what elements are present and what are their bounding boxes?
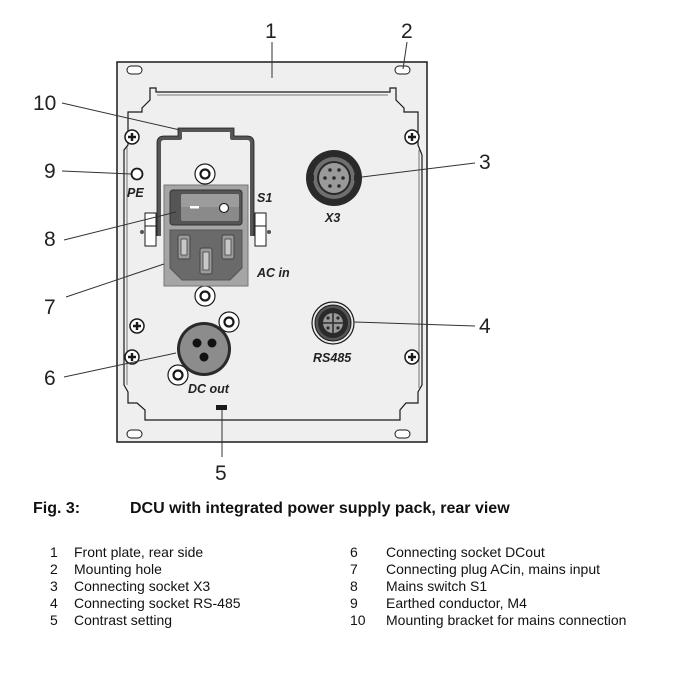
legend-item: 9 Earthed conductor, M4 (350, 595, 626, 612)
leader-9 (61, 170, 132, 175)
legend-item: 6 Connecting socket DCout (350, 544, 626, 561)
leader-2 (402, 41, 408, 70)
legend-number: 9 (350, 595, 358, 611)
ac-in-label: AC in (256, 266, 290, 280)
nut-above-module (194, 163, 216, 185)
switch-on-mark (190, 206, 199, 209)
screw-bottom-right (404, 349, 420, 365)
legend-item: 4 Connecting socket RS-485 (50, 595, 241, 612)
legend-number: 4 (50, 595, 58, 611)
screw-top-right (404, 129, 420, 145)
x3-label: X3 (324, 211, 340, 225)
legend-item: 8 Mains switch S1 (350, 578, 626, 595)
dc-out-label: DC out (188, 382, 230, 396)
legend-item: 2 Mounting hole (50, 561, 241, 578)
dc-out-connector-socket[interactable] (177, 322, 231, 376)
legend-left-column: 1 Front plate, rear side 2 Mounting hole 3… (50, 544, 241, 629)
legend-number: 1 (50, 544, 58, 560)
power-entry-module (163, 184, 249, 287)
legend-item: 1 Front plate, rear side (50, 544, 241, 561)
callout-10: 10 (33, 92, 56, 115)
callout-4: 4 (479, 315, 491, 338)
legend-number: 6 (350, 544, 358, 560)
leader-3 (361, 162, 476, 178)
legend-text: Mounting bracket for mains connection (386, 612, 627, 628)
screw-bottom-left (124, 349, 140, 365)
nut-dc-lower (167, 364, 189, 386)
leader-10 (61, 102, 181, 131)
callout-5: 5 (215, 462, 227, 485)
legend-text: Connecting socket DCout (386, 544, 545, 560)
legend-number: 7 (350, 561, 358, 577)
leader-7 (65, 263, 165, 298)
s1-label: S1 (257, 191, 272, 205)
legend-text: Contrast setting (74, 612, 173, 628)
pe-label: PE (127, 186, 144, 200)
bracket-clamp-right (254, 212, 271, 247)
legend-item: 5 Contrast setting (50, 612, 241, 629)
leader-4 (353, 321, 476, 327)
legend-number: 5 (50, 612, 58, 628)
contrast-setting-trimmer[interactable] (216, 405, 227, 410)
figure-title: DCU with integrated power supply pack, r… (130, 500, 510, 517)
mounting-hole-bottom-left (126, 429, 143, 439)
leader-6 (63, 352, 177, 378)
switch-off-mark (218, 202, 230, 214)
housing-outline (123, 87, 423, 421)
legend-number: 3 (50, 578, 58, 594)
pe-earth-terminal (130, 167, 144, 181)
device-rear-view-diagram: PE (33, 20, 491, 485)
legend-text: Front plate, rear side (74, 544, 204, 560)
leader-8 (63, 211, 177, 241)
x3-connector-socket[interactable] (306, 150, 362, 206)
legend-text: Earthed conductor, M4 (386, 595, 527, 611)
callout-6: 6 (44, 367, 56, 390)
legend-text: Mains switch S1 (386, 578, 488, 594)
ac-inlet-pin-left (177, 234, 191, 260)
figure-number: Fig. 3: (33, 500, 81, 517)
legend-text: Connecting socket RS-485 (74, 595, 241, 611)
legend-number: 8 (350, 578, 358, 594)
legend-right-column: 6 Connecting socket DCout 7 Connecting plu… (350, 544, 626, 629)
callout-9: 9 (44, 160, 56, 183)
legend-item: 3 Connecting socket X3 (50, 578, 241, 595)
legend-text: Connecting plug ACin, mains input (386, 561, 601, 577)
mounting-hole-bottom-right (394, 429, 411, 439)
callout-2: 2 (401, 20, 413, 43)
legend-text: Connecting socket X3 (74, 578, 211, 594)
legend-item: 7 Connecting plug ACin, mains input (350, 561, 626, 578)
mounting-hole-top-left (126, 65, 143, 75)
callout-1: 1 (265, 20, 277, 43)
rs485-connector-socket[interactable] (311, 301, 355, 345)
bracket-clamp-left (140, 212, 157, 247)
ac-inlet-pin-right (221, 234, 235, 260)
mounting-bracket (157, 128, 254, 236)
callout-7: 7 (44, 296, 56, 319)
nut-below-module (194, 285, 216, 307)
legend-item: 10 Mounting bracket for mains connection (350, 612, 626, 629)
legend-number: 2 (50, 561, 58, 577)
rs485-label: RS485 (313, 351, 352, 365)
screw-mid-left (129, 318, 145, 334)
screw-top-left (124, 129, 140, 145)
legend-number: 10 (350, 612, 366, 628)
housing-inner-edge (126, 94, 420, 388)
ac-inlet-pin-earth (199, 247, 213, 275)
figure-caption: Fig. 3: DCU with integrated power supply … (33, 500, 510, 518)
nut-dc-upper (218, 311, 240, 333)
legend-text: Mounting hole (74, 561, 162, 577)
callout-3: 3 (479, 151, 491, 174)
mounting-hole-top-right (394, 65, 411, 75)
callout-8: 8 (44, 228, 56, 251)
